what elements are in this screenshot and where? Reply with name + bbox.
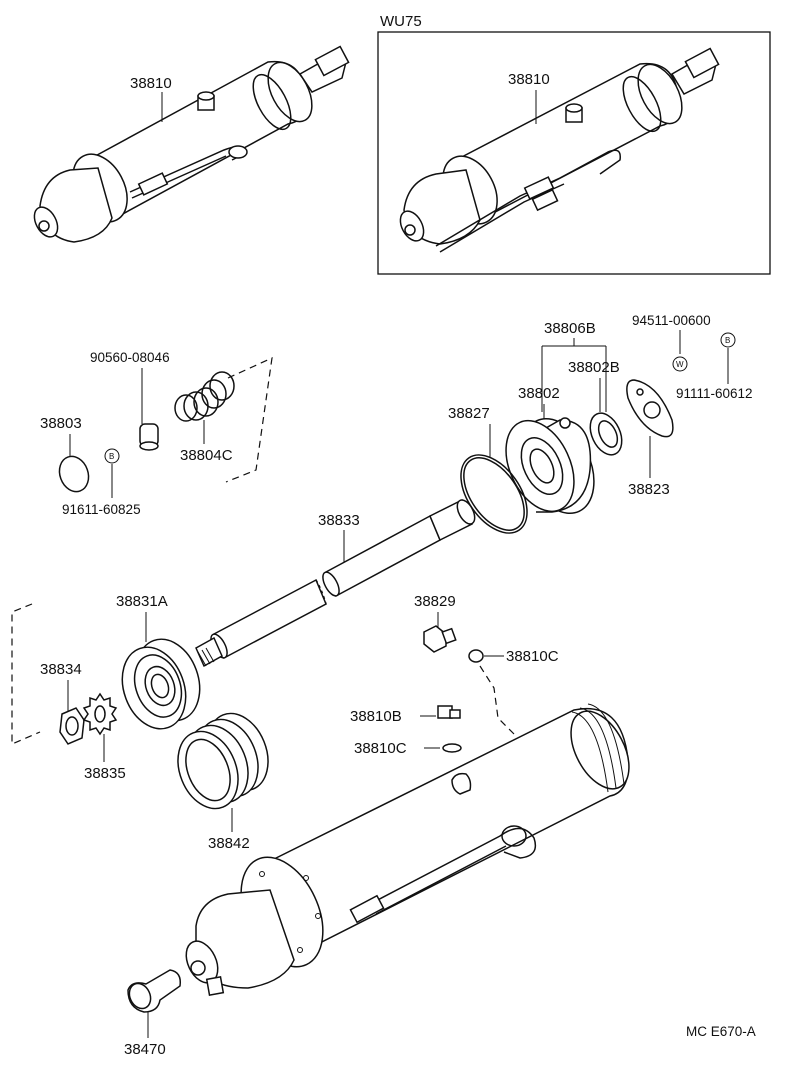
part-38810B-bleeder <box>437 705 461 719</box>
part-38804C <box>174 371 235 422</box>
part-38470-fitting <box>127 969 182 1013</box>
bolt-marker-91111-text: B <box>725 336 730 345</box>
label-38829: 38829 <box>414 593 456 610</box>
label-38823: 38823 <box>628 481 670 498</box>
part-38823 <box>626 379 674 438</box>
label-38827: 38827 <box>448 405 490 422</box>
diagram-code: MC E670-A <box>686 1024 756 1039</box>
label-38810C-a: 38810C <box>506 648 559 665</box>
label-38810C-b: 38810C <box>354 740 407 757</box>
variant-title: WU75 <box>380 13 422 30</box>
assembly-38810-standard <box>33 45 350 243</box>
label-38803: 38803 <box>40 415 82 432</box>
part-38802 <box>505 417 595 515</box>
label-38831A: 38831A <box>116 593 168 610</box>
part-38803 <box>58 455 90 493</box>
variant-box-wu75 <box>377 31 771 275</box>
part-38833-rod <box>195 498 476 668</box>
label-38802B: 38802B <box>568 359 620 376</box>
label-38835: 38835 <box>84 765 126 782</box>
part-38831A-piston <box>121 638 201 730</box>
assembly-38810-wu75 <box>399 47 720 253</box>
label-38802: 38802 <box>518 385 560 402</box>
label-91111: 91111-60612 <box>676 386 753 401</box>
label-38842: 38842 <box>208 835 250 852</box>
bolt-marker-91611 <box>104 448 120 464</box>
label-38470: 38470 <box>124 1041 166 1058</box>
part-38802B <box>589 412 623 456</box>
bolt-marker-91611-text: B <box>109 452 114 461</box>
label-38834: 38834 <box>40 661 82 678</box>
part-38829-fitting <box>423 625 457 653</box>
part-38810C-a-oring <box>468 649 484 663</box>
label-90560: 90560-08046 <box>90 350 170 365</box>
part-90560 <box>139 423 159 451</box>
dashed-bracket-left <box>11 603 41 745</box>
part-38835-washer <box>82 692 118 736</box>
label-38810-wu75: 38810 <box>508 71 550 88</box>
part-38842-rings <box>177 712 269 810</box>
label-91611: 91611-60825 <box>62 502 141 517</box>
bolt-marker-91111 <box>720 332 736 348</box>
label-38810B: 38810B <box>350 708 402 725</box>
main-cylinder-housing <box>185 703 630 996</box>
label-38806B: 38806B <box>544 320 596 337</box>
dashed-line-38810C <box>479 665 515 735</box>
part-38834-nut <box>59 707 85 745</box>
leader-38806B <box>541 338 607 412</box>
dashed-bracket-38804C <box>225 357 273 483</box>
washer-marker <box>672 356 688 372</box>
label-38833: 38833 <box>318 512 360 529</box>
part-38810C-b-oring <box>442 743 462 753</box>
washer-marker-text: W <box>676 360 684 369</box>
label-38804C: 38804C <box>180 447 233 464</box>
label-94511: 94511-00600 <box>632 313 711 328</box>
label-38810: 38810 <box>130 75 172 92</box>
